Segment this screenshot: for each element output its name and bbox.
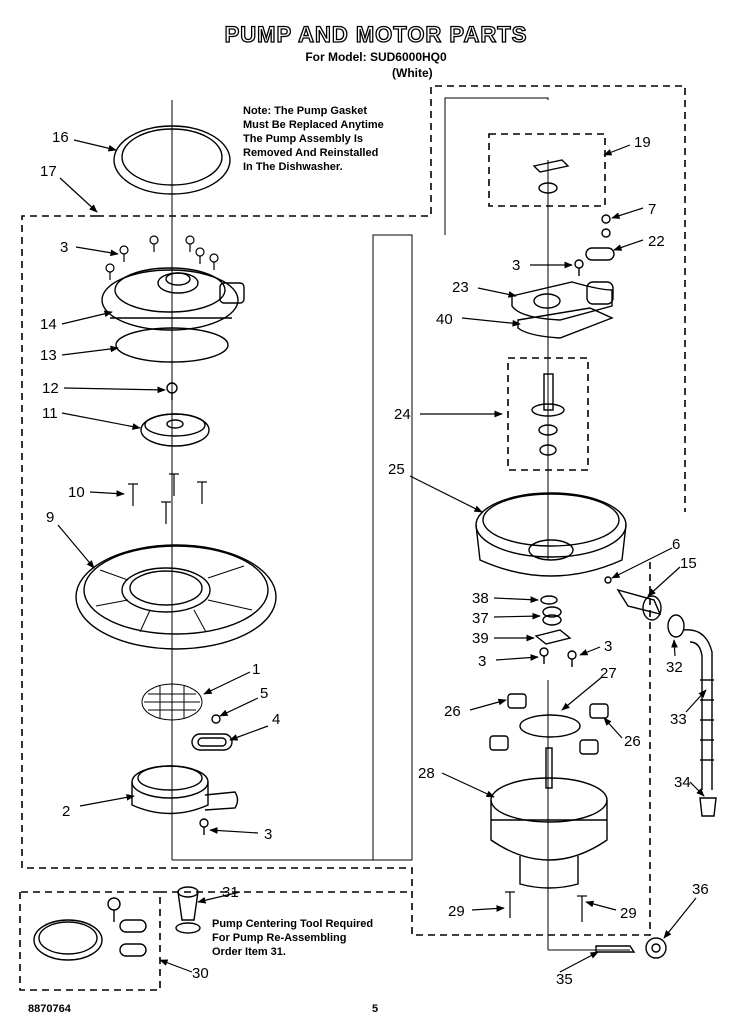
pump-gasket-16 bbox=[113, 125, 231, 195]
model-line: For Model: SUD6000HQ0 bbox=[305, 50, 447, 64]
callout-39: 39 bbox=[472, 630, 489, 647]
grommets-26 bbox=[489, 693, 609, 755]
callout-24: 24 bbox=[394, 406, 411, 423]
callout-10: 10 bbox=[68, 484, 85, 501]
callout-9: 9 bbox=[46, 509, 54, 526]
impeller-11 bbox=[140, 413, 210, 447]
callout-3: 3 bbox=[604, 638, 612, 655]
o-ring-6 bbox=[604, 576, 612, 584]
motor-mount-25 bbox=[475, 492, 627, 577]
assembly-boundaries bbox=[19, 85, 686, 991]
drain-hose-33 bbox=[683, 629, 714, 790]
callout-32: 32 bbox=[666, 659, 683, 676]
gasket-kit-30 bbox=[33, 897, 147, 961]
callout-27: 27 bbox=[600, 665, 617, 682]
pump-base-9 bbox=[75, 544, 277, 650]
bracket-39 bbox=[534, 629, 572, 645]
callout-31: 31 bbox=[222, 884, 239, 901]
knob-36 bbox=[645, 937, 667, 959]
callout-3: 3 bbox=[264, 826, 272, 843]
callout-19: 19 bbox=[634, 134, 651, 151]
check-ball-5 bbox=[211, 714, 221, 724]
callout-12: 12 bbox=[42, 380, 59, 397]
callout-34: 34 bbox=[674, 774, 691, 791]
pump-gasket-note: Note: The Pump Gasket Must Be Replaced A… bbox=[243, 105, 384, 173]
callout-37: 37 bbox=[472, 610, 489, 627]
callout-35: 35 bbox=[556, 971, 573, 988]
callout-26: 26 bbox=[444, 703, 461, 720]
filter-screen-1 bbox=[141, 683, 203, 721]
callout-23: 23 bbox=[452, 279, 469, 296]
callout-7: 7 bbox=[648, 201, 656, 218]
callout-3: 3 bbox=[478, 653, 486, 670]
shaft-assembly-24 bbox=[531, 373, 565, 456]
centering-tool-note: Pump Centering Tool Required For Pump Re… bbox=[212, 918, 374, 958]
callout-3: 3 bbox=[512, 257, 520, 274]
balls-7 bbox=[601, 214, 611, 238]
impeller-nut-12 bbox=[166, 382, 178, 400]
callout-36: 36 bbox=[692, 881, 709, 898]
diverter-gasket-40 bbox=[517, 307, 614, 339]
check-valve-15 bbox=[616, 588, 662, 621]
mounting-plate-27 bbox=[519, 714, 581, 738]
motor-28 bbox=[490, 747, 608, 889]
callout-6: 6 bbox=[672, 536, 680, 553]
callout-29: 29 bbox=[620, 905, 637, 922]
housing-gasket-13 bbox=[115, 327, 229, 363]
seal-22 bbox=[585, 247, 615, 261]
lower-housing-2 bbox=[131, 765, 239, 835]
callout-14: 14 bbox=[40, 316, 57, 333]
callout-30: 30 bbox=[192, 965, 209, 982]
callout-28: 28 bbox=[418, 765, 435, 782]
callout-40: 40 bbox=[436, 311, 453, 328]
callout-26: 26 bbox=[624, 733, 641, 750]
callout-5: 5 bbox=[260, 685, 268, 702]
diverter-plate-23 bbox=[511, 281, 614, 321]
callout-17: 17 bbox=[40, 163, 57, 180]
footer-page-number: 5 bbox=[372, 1003, 379, 1015]
hose-end-34 bbox=[699, 797, 717, 817]
callout-1: 1 bbox=[252, 661, 260, 678]
callout-16: 16 bbox=[52, 129, 69, 146]
callout-3: 3 bbox=[60, 239, 68, 256]
callout-22: 22 bbox=[648, 233, 665, 250]
callout-11: 11 bbox=[42, 405, 58, 422]
color-line: (White) bbox=[392, 66, 433, 80]
callout-4: 4 bbox=[272, 711, 280, 728]
screws-3-motor bbox=[539, 647, 577, 667]
screws-10 bbox=[128, 473, 207, 524]
seal-4 bbox=[191, 733, 233, 751]
callout-33: 33 bbox=[670, 711, 687, 728]
screw-3-right bbox=[574, 259, 584, 276]
callout-38: 38 bbox=[472, 590, 489, 607]
centering-tool-31 bbox=[175, 886, 201, 934]
callout-25: 25 bbox=[388, 461, 405, 478]
clamp-32 bbox=[667, 614, 685, 638]
washer-38 bbox=[540, 595, 558, 605]
pump-housing-14 bbox=[101, 235, 245, 331]
page-title: PUMP AND MOTOR PARTS bbox=[224, 21, 528, 47]
leader-lines bbox=[57, 139, 707, 973]
callout-15: 15 bbox=[680, 555, 697, 572]
shaft-35 bbox=[595, 945, 636, 953]
screws-29 bbox=[505, 891, 587, 922]
footer-part-number: 8870764 bbox=[28, 1003, 71, 1015]
coupling-parts-19 bbox=[532, 159, 570, 194]
callout-2: 2 bbox=[62, 803, 70, 820]
bearing-37 bbox=[542, 606, 562, 626]
callout-29: 29 bbox=[448, 903, 465, 920]
callout-13: 13 bbox=[40, 347, 57, 364]
